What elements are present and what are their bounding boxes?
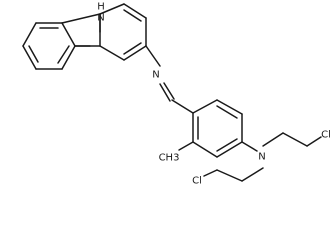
atom-label-n-indole: N <box>97 13 104 24</box>
atom-label-cl-bottom: Cl <box>192 176 202 187</box>
carbazole-left-ring <box>22 22 76 70</box>
aminophenyl-ring <box>192 99 243 158</box>
bis-chloroethyl-chains <box>203 132 322 182</box>
imine-linkage <box>145 45 194 114</box>
carbazole-pyrrole-ring <box>61 13 101 47</box>
atom-label-cl-top: Cl <box>321 130 331 141</box>
atom-label-n-imine: N <box>152 70 159 81</box>
atom-label-h: H <box>97 2 105 13</box>
atom-label-n-amine: N <box>258 152 265 163</box>
chemical-structure-diagram: H N N N CH3 Cl Cl <box>22 2 331 187</box>
methyl-bond <box>178 141 194 151</box>
atom-label-methyl: CH3 <box>159 153 180 164</box>
carbazole-right-ring <box>74 3 147 61</box>
